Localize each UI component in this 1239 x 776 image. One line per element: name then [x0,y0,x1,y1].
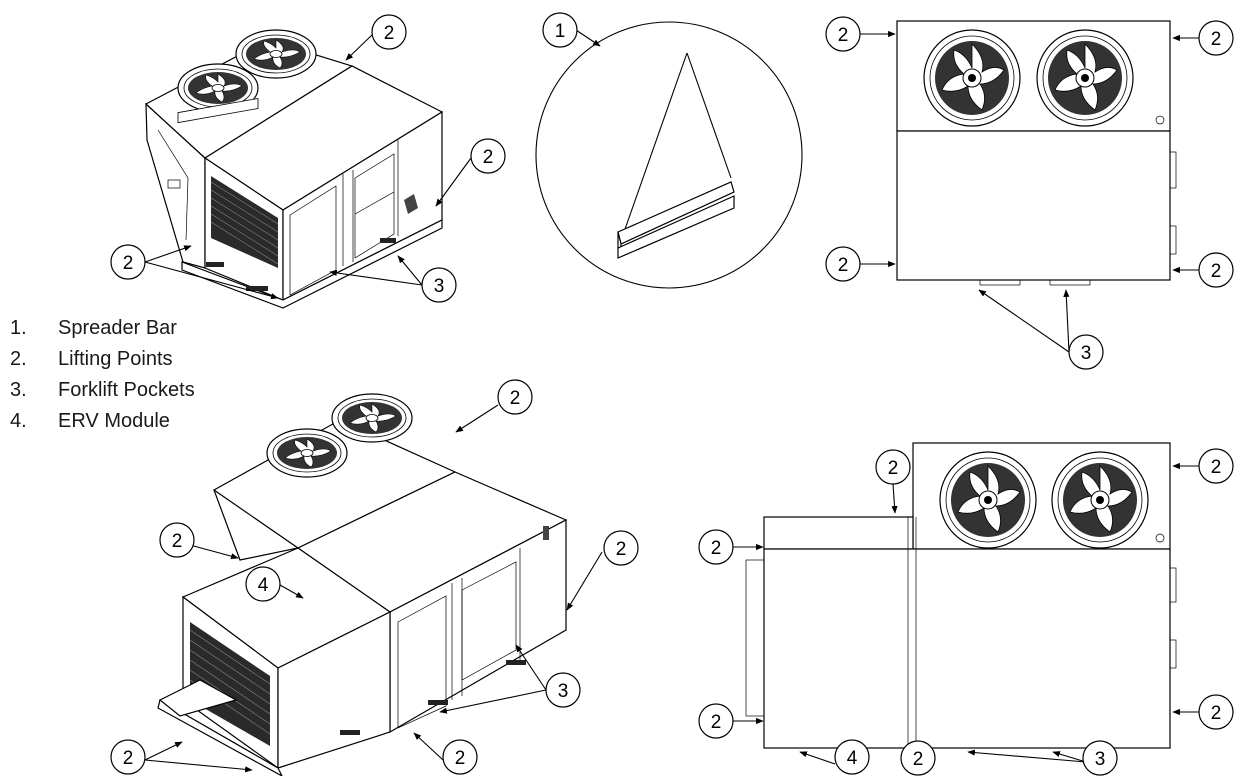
callout-3: 3 [421,267,457,303]
svg-text:2: 2 [838,25,849,46]
callout-2: 2 [159,522,195,558]
callout-3: 3 [545,672,581,708]
svg-text:2: 2 [483,147,494,168]
svg-text:2: 2 [913,749,924,770]
svg-text:2: 2 [888,458,899,479]
callout-3: 3 [1082,740,1118,776]
svg-text:3: 3 [434,276,445,297]
coil-grille [210,176,279,268]
svg-text:2: 2 [455,748,466,769]
svg-text:2: 2 [510,388,521,409]
callout-2: 2 [371,14,407,50]
svg-text:2: 2 [1211,29,1222,50]
callout-2: 2 [875,449,911,485]
legend-item-erv-module: 4. ERV Module [10,406,195,437]
callout-2: 2 [110,244,146,280]
unit-with-erv-top-view [745,442,1177,749]
svg-text:2: 2 [123,748,134,769]
unit-top-view [896,20,1177,286]
legend-label: Forklift Pockets [58,379,195,401]
legend-label: ERV Module [58,410,170,432]
callouts: 2 2 2 3 1 2 2 2 2 3 2 4 2 2 3 2 2 2 2 2 … [110,12,1234,776]
legend-label: Spreader Bar [58,317,177,339]
callout-2: 2 [698,703,734,739]
legend-item-lifting-points: 2. Lifting Points [10,344,195,375]
svg-text:2: 2 [1211,703,1222,724]
svg-text:3: 3 [1081,343,1092,364]
callout-4: 4 [245,566,281,602]
svg-text:2: 2 [711,538,722,559]
legend-number: 3. [10,379,27,401]
svg-text:4: 4 [258,575,269,596]
svg-text:1: 1 [555,21,566,42]
callout-2: 2 [900,740,936,776]
callout-1: 1 [542,12,578,48]
callout-2: 2 [698,529,734,565]
legend-item-forklift-pockets: 3. Forklift Pockets [10,375,195,406]
callout-2: 2 [603,530,639,566]
svg-text:2: 2 [384,23,395,44]
svg-text:2: 2 [1211,261,1222,282]
legend-number: 1. [10,317,27,339]
callout-4: 4 [834,739,870,775]
callout-3: 3 [1068,334,1104,370]
svg-text:3: 3 [1095,749,1106,770]
legend: 1. Spreader Bar 2. Lifting Points 3. Forkli… [10,313,195,437]
callout-2: 2 [110,739,146,775]
svg-text:2: 2 [838,255,849,276]
callout-2: 2 [1198,20,1234,56]
svg-text:2: 2 [711,712,722,733]
callout-2: 2 [825,16,861,52]
unit-with-erv-isometric-view [157,393,568,776]
svg-text:4: 4 [847,748,858,769]
callout-2: 2 [1198,252,1234,288]
svg-text:2: 2 [1211,457,1222,478]
callout-2: 2 [825,246,861,282]
svg-text:2: 2 [616,539,627,560]
svg-text:2: 2 [123,253,134,274]
callout-2: 2 [1198,694,1234,730]
legend-label: Lifting Points [58,348,173,370]
legend-item-spreader-bar: 1. Spreader Bar [10,313,195,344]
erv-louver [189,622,271,746]
callout-2: 2 [1198,448,1234,484]
svg-text:3: 3 [558,681,569,702]
svg-text:2: 2 [172,531,183,552]
legend-number: 4. [10,410,27,432]
spreader-bar-detail [535,21,803,289]
unit-isometric-view [144,29,444,309]
legend-number: 2. [10,348,27,370]
callout-2: 2 [470,138,506,174]
callout-2: 2 [442,739,478,775]
callout-2: 2 [497,379,533,415]
